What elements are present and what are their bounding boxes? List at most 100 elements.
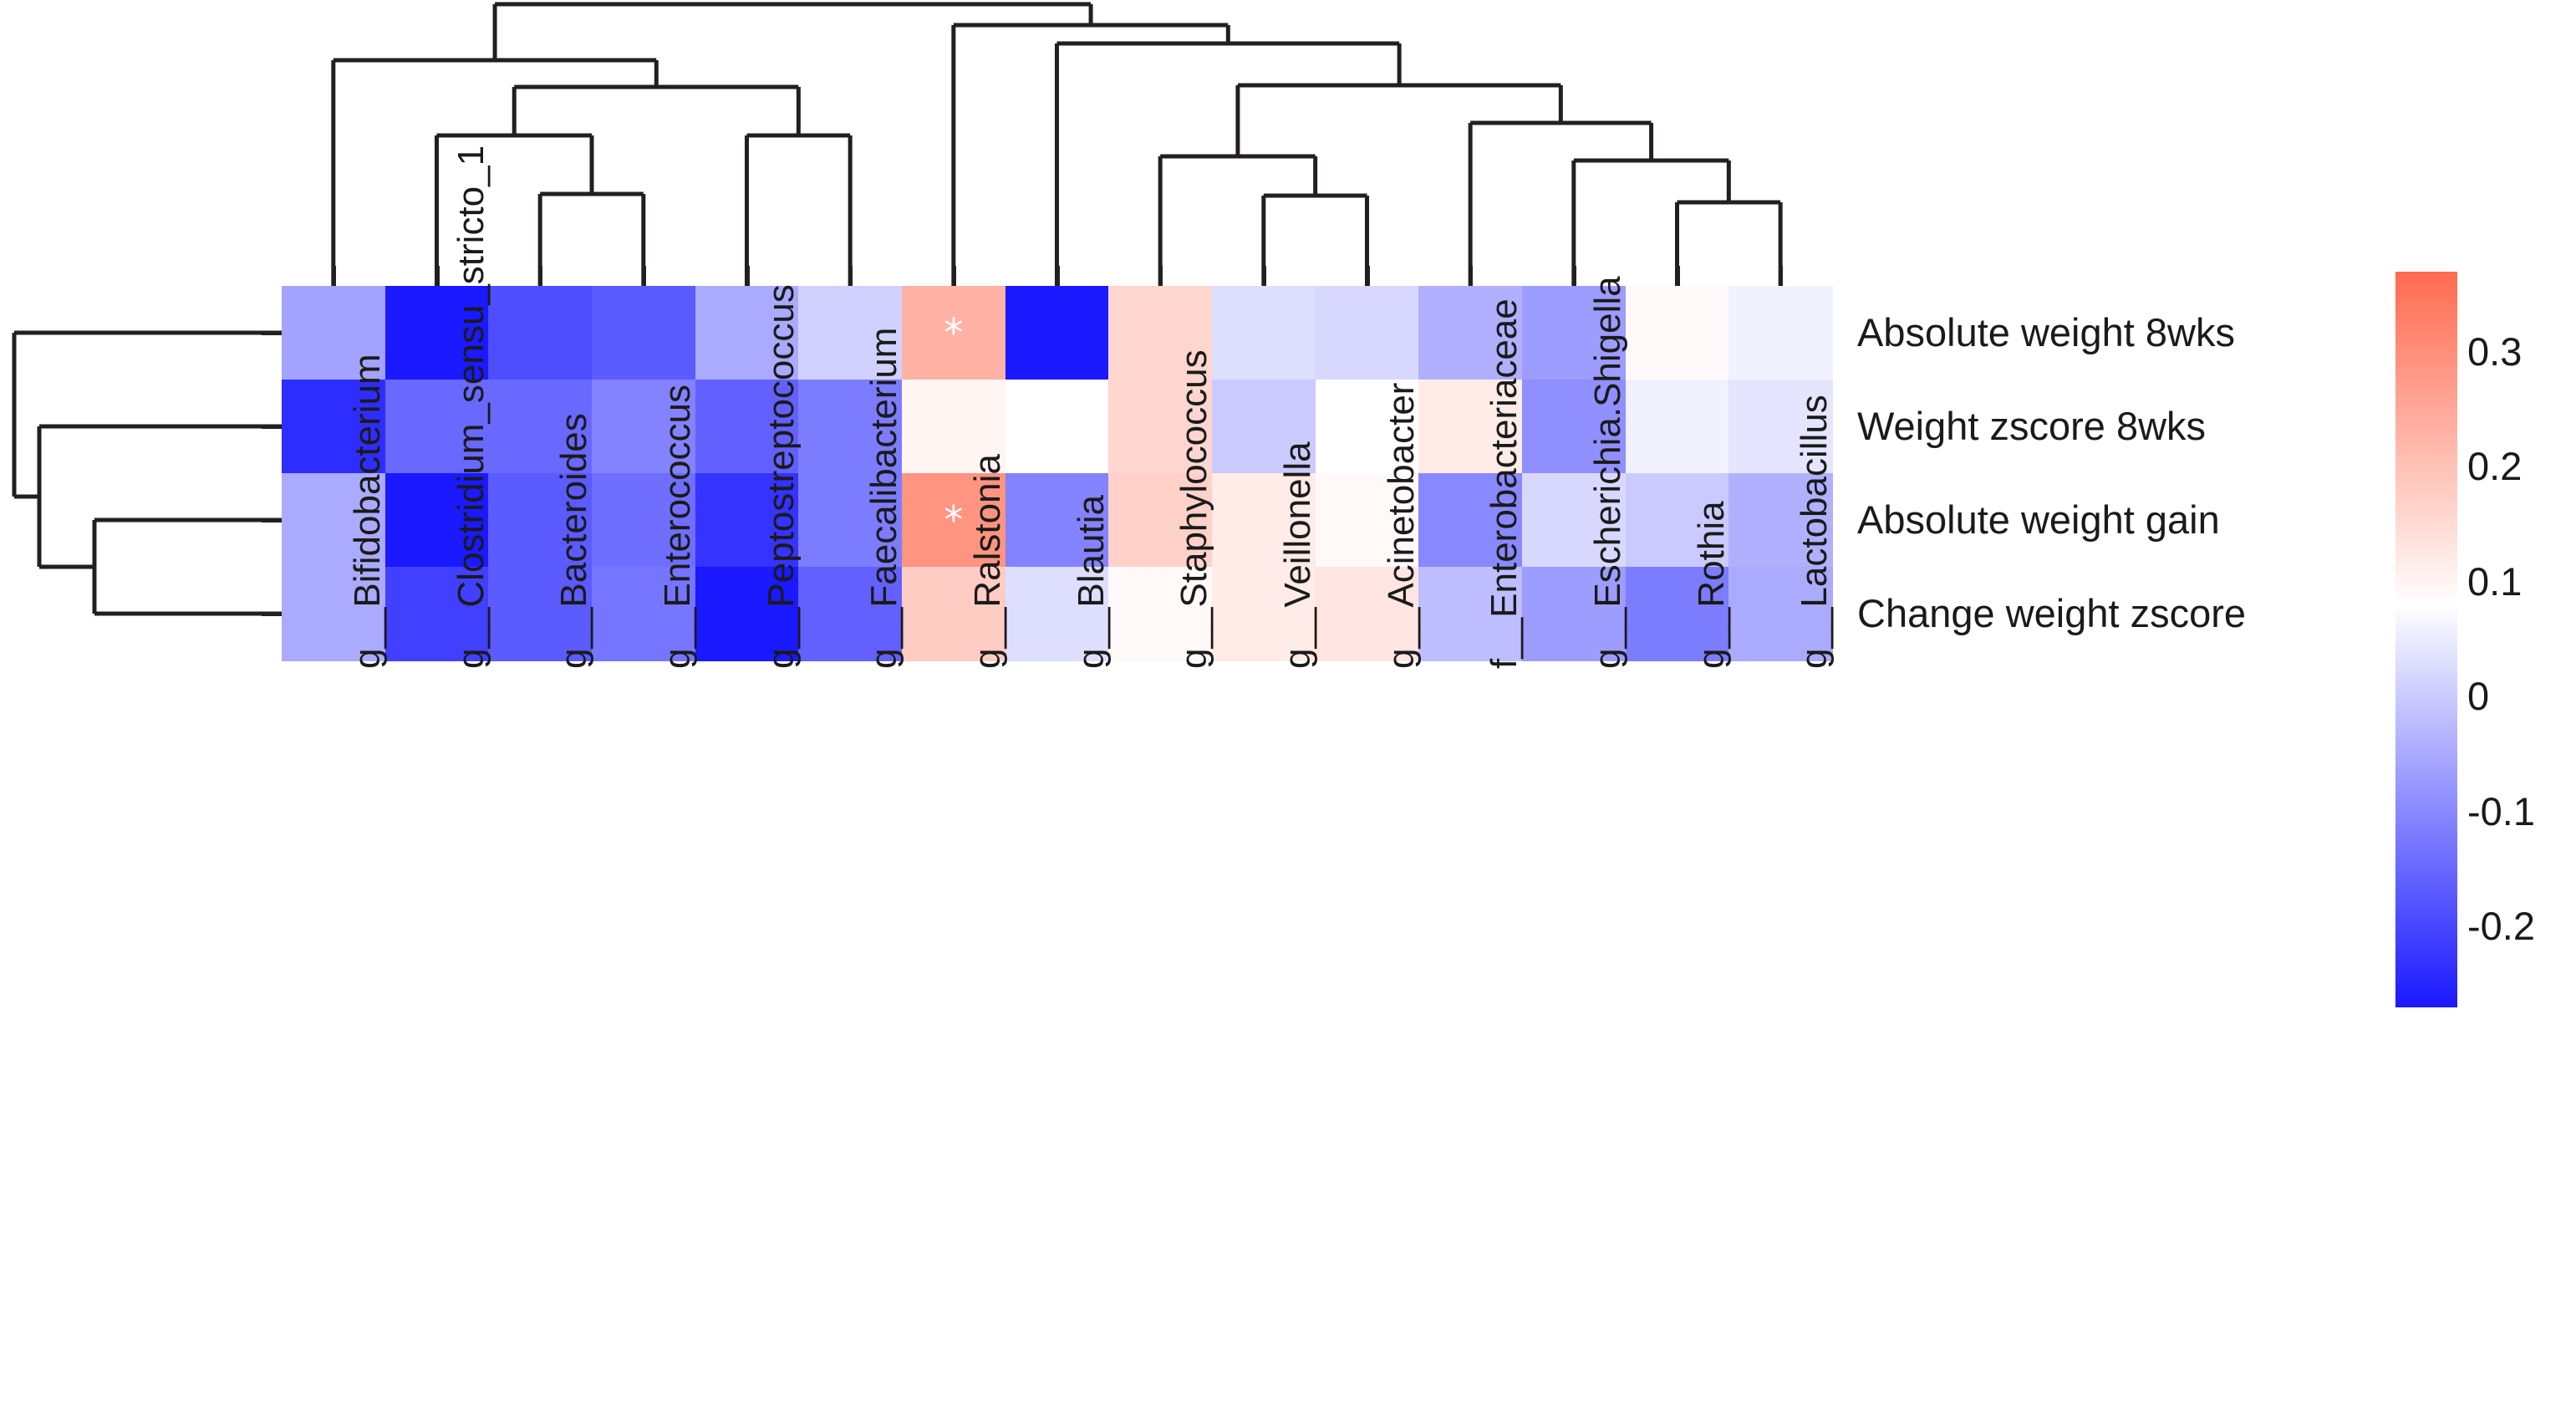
heatmap-cell xyxy=(1728,286,1833,380)
heatmap-cell xyxy=(1418,380,1523,474)
heatmap-cell xyxy=(798,286,903,380)
column-label: g__Acinetobacter xyxy=(1380,382,1422,669)
heatmap-cell xyxy=(592,286,696,380)
heatmap-cell xyxy=(1728,473,1833,568)
heatmap-cell xyxy=(384,473,489,568)
row-dendrogram xyxy=(0,0,288,669)
heatmap-cell xyxy=(1728,567,1833,661)
colorbar-tick-label: 0.1 xyxy=(2467,558,2523,604)
column-tick xyxy=(1571,266,1576,286)
heatmap-cell xyxy=(1212,567,1316,661)
heatmap-cell xyxy=(1212,380,1316,474)
heatmap-cell xyxy=(902,380,1006,474)
heatmap-cell xyxy=(1522,567,1627,661)
heatmap-cell xyxy=(1522,380,1627,474)
column-tick xyxy=(1779,266,1784,286)
heatmap-cell xyxy=(798,567,903,661)
colorbar-tick-label: 0.2 xyxy=(2467,444,2523,489)
heatmap-cell xyxy=(1005,286,1109,380)
column-tick xyxy=(951,266,956,286)
column-tick xyxy=(1675,266,1680,286)
heatmap-cell xyxy=(695,380,799,474)
column-label: g__Bacteroides xyxy=(553,413,595,669)
column-label: g__Veillonella xyxy=(1276,441,1318,669)
column-label: g__Staphylococcus xyxy=(1173,349,1215,669)
heatmap-cell xyxy=(488,286,593,380)
heatmap-cell xyxy=(592,380,696,474)
column-tick xyxy=(331,266,336,286)
heatmap-cell xyxy=(592,567,696,661)
column-tick xyxy=(435,266,440,286)
heatmap-cell xyxy=(1005,473,1109,568)
heatmap-cell xyxy=(1625,380,1729,474)
column-label: g__Lactobacillus xyxy=(1794,395,1835,669)
heatmap-cell xyxy=(695,473,799,568)
row-tick xyxy=(262,425,282,429)
heatmap-cell xyxy=(1625,473,1729,568)
heatmap-cell xyxy=(1522,286,1627,380)
heatmap-cell xyxy=(1315,567,1419,661)
heatmap-cell xyxy=(695,567,799,661)
heatmap-cell xyxy=(1315,380,1419,474)
heatmap-cell xyxy=(384,567,489,661)
heatmap-cell xyxy=(282,380,386,474)
heatmap-cell xyxy=(1212,286,1316,380)
column-tick xyxy=(1261,266,1266,286)
heatmap-cell xyxy=(282,473,386,568)
column-tick xyxy=(1365,266,1370,286)
column-label: g__Rothia xyxy=(1690,501,1732,669)
heatmap-cell xyxy=(1108,473,1213,568)
heatmap-cell xyxy=(798,380,903,474)
row-ticks xyxy=(262,286,282,660)
column-tick xyxy=(1055,266,1060,286)
column-label: g__Blautia xyxy=(1070,495,1112,669)
row-label: Absolute weight gain xyxy=(1857,497,2220,542)
column-label: g__Ralstonia xyxy=(966,454,1008,669)
heatmap-cell xyxy=(695,286,799,380)
heatmap-cell xyxy=(488,380,593,474)
row-label: Change weight zscore xyxy=(1857,591,2247,635)
colorbar-tick-label: 0.3 xyxy=(2467,329,2523,375)
heatmap-cell xyxy=(1315,473,1419,568)
heatmap-cell xyxy=(282,567,386,661)
column-dendrogram xyxy=(0,0,1922,288)
heatmap-cell xyxy=(1418,286,1523,380)
heatmap-cell xyxy=(1418,473,1523,568)
heatmap-cell xyxy=(902,473,1006,568)
row-tick xyxy=(262,612,282,616)
heatmap-cell xyxy=(1108,567,1213,661)
column-ticks xyxy=(282,266,1832,286)
heatmap-cell xyxy=(592,473,696,568)
row-tick xyxy=(262,518,282,522)
column-label: g__Clostridium_sensu_stricto_1 xyxy=(450,145,491,669)
column-tick xyxy=(538,266,543,286)
heatmap-cell xyxy=(488,567,593,661)
heatmap-cell xyxy=(1108,380,1213,474)
colorbar-tick-label: 0 xyxy=(2467,674,2490,719)
column-label: g__Peptostreptococcus xyxy=(760,284,802,669)
heatmap-cell xyxy=(902,567,1006,661)
row-label: Absolute weight 8wks xyxy=(1857,310,2235,354)
column-axis-labels: g__Bifidobacterium g__Clostridium_sensu_s… xyxy=(282,145,1835,1363)
column-label: g__Escherichia.Shigella xyxy=(1586,276,1628,669)
colorbar-tick-label: -0.2 xyxy=(2467,903,2535,948)
column-tick xyxy=(1158,266,1163,286)
heatmap-cell xyxy=(1212,473,1316,568)
heatmap-cell xyxy=(1005,380,1109,474)
heatmap-cell xyxy=(1315,286,1419,380)
heatmap-cell xyxy=(282,286,386,380)
column-tick xyxy=(745,266,750,286)
heatmap-cell xyxy=(1005,567,1109,661)
column-label: g__Faecalibacterium xyxy=(863,327,905,669)
row-label: Weight zscore 8wks xyxy=(1857,404,2207,448)
heatmap-cell xyxy=(1625,286,1729,380)
column-label: g__Bifidobacterium xyxy=(346,354,388,669)
heatmap-cell xyxy=(1728,380,1833,474)
column-tick xyxy=(641,266,646,286)
heatmap-cell xyxy=(902,286,1006,380)
row-tick xyxy=(262,331,282,335)
heatmap-cell xyxy=(798,473,903,568)
